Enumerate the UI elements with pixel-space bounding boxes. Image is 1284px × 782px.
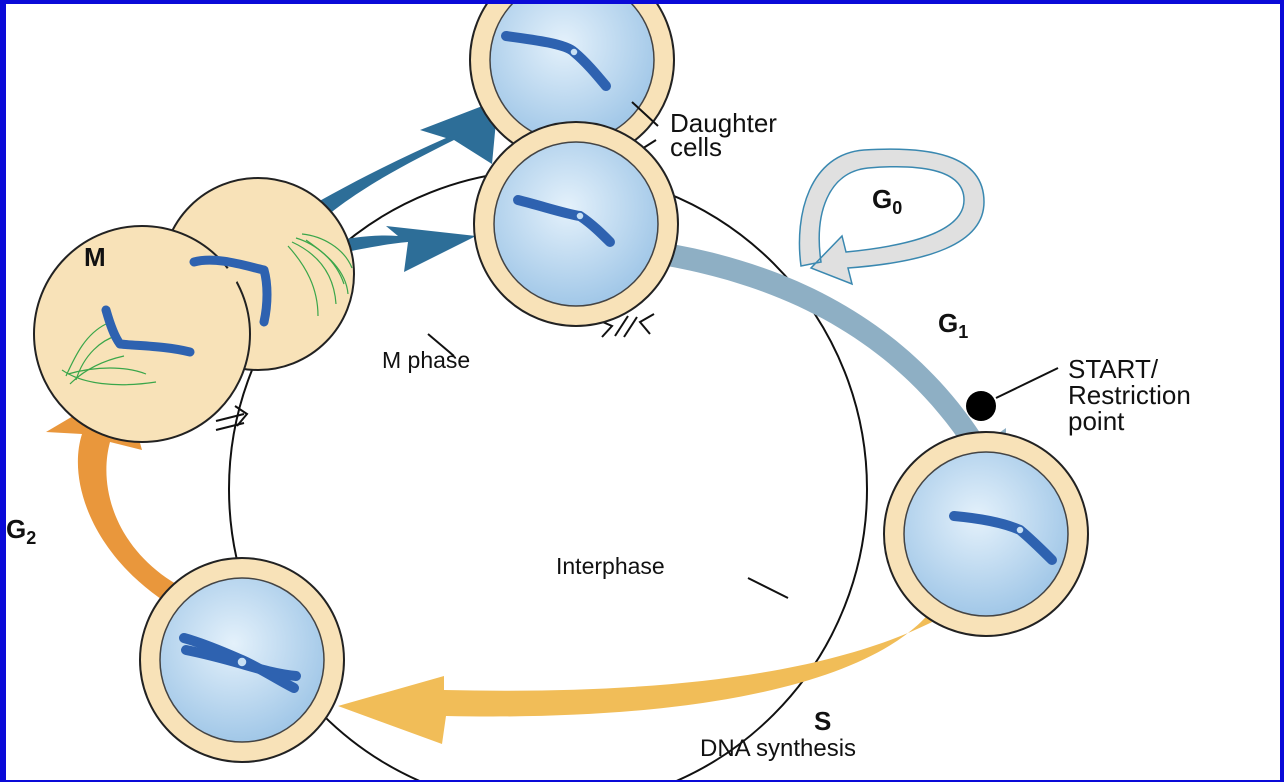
daughter-cell-bottom	[473, 121, 679, 327]
daughter-cells-label-line1: Daughter	[670, 108, 777, 138]
g2-arrow	[46, 386, 200, 612]
daughter-cells-leader-top	[631, 101, 659, 127]
s-arrow	[338, 588, 970, 744]
restriction-point-dot	[966, 391, 996, 421]
cell-g1-end	[883, 431, 1089, 637]
dividing-cell-chromosome-lower	[101, 305, 195, 357]
spindle-fibers	[61, 233, 353, 386]
dna-synthesis-label: DNA synthesis	[700, 735, 856, 762]
m-arrow-lower	[328, 226, 476, 272]
dividing-cell-chromosome-upper	[189, 255, 272, 327]
m-arrow-upper	[284, 100, 498, 238]
interphase-label: Interphase	[556, 553, 665, 579]
restriction-point-leader	[995, 367, 1059, 399]
cell-cycle-canvas: Daughter cells M G0 G1 G2 START/ Restric…	[6, 4, 1280, 780]
g0-arrow	[798, 148, 985, 286]
g2-label: G2	[6, 514, 36, 548]
m-label: M	[84, 242, 106, 272]
start-label-line3: point	[1068, 406, 1125, 436]
cell-cycle-diagram: Daughter cells M G0 G1 G2 START/ Restric…	[6, 4, 1191, 780]
cell-g2	[139, 557, 345, 763]
m-phase-label: M phase	[382, 347, 470, 373]
start-label-line1: START/	[1068, 354, 1159, 384]
dividing-cell	[33, 177, 355, 443]
g1-label: G1	[938, 308, 968, 342]
s-label: S	[814, 706, 831, 736]
g0-label: G0	[872, 184, 902, 218]
m-phase-leader	[427, 333, 455, 357]
daughter-cells-label-line2: cells	[670, 132, 722, 162]
start-label-line2: Restriction	[1068, 380, 1191, 410]
daughter-cell-top	[469, 4, 675, 163]
interphase-leader	[747, 577, 789, 599]
interphase-boundary-mark-left	[215, 405, 249, 431]
